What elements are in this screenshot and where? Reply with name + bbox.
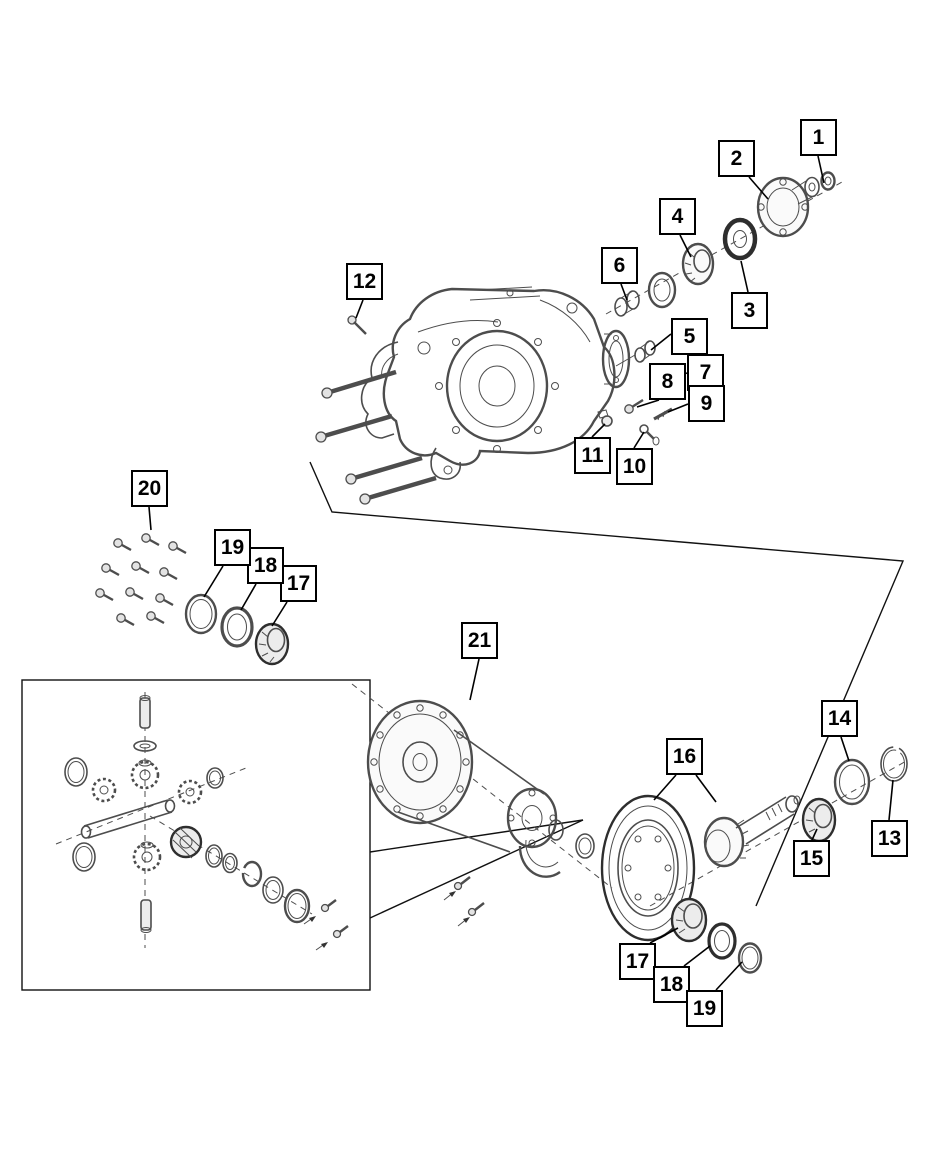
leader-line-20 (148, 506, 152, 531)
shim-19 (184, 593, 218, 635)
pinion-bearing-4 (681, 242, 715, 286)
shim-14 (833, 758, 871, 806)
callout-19b: 19 (686, 990, 723, 1027)
snap-ring-13 (880, 746, 908, 782)
callout-17b: 17 (619, 943, 656, 980)
leader-line-5 (650, 333, 672, 351)
callout-18b: 18 (653, 966, 690, 1003)
pinion-seal-3 (722, 217, 758, 261)
leader-line-21 (469, 658, 480, 701)
callout-15: 15 (793, 840, 830, 877)
differential-internals-drawing (55, 692, 349, 951)
callout-13: 13 (871, 820, 908, 857)
leader-line-8 (636, 399, 660, 408)
cup-18-lower (707, 922, 737, 960)
leader-line-4 (679, 234, 692, 258)
flange-bolt-cluster-drawing (95, 533, 187, 627)
leader-line-12 (355, 299, 364, 319)
pinion-flange-parts-drawing (605, 171, 843, 367)
companion-flange-2 (756, 176, 820, 238)
leader-line-14 (840, 736, 850, 762)
leader-line-19b (715, 961, 743, 991)
callout-20: 20 (131, 470, 168, 507)
callout-4: 4 (659, 198, 696, 235)
axle-housing-drawing (360, 286, 631, 480)
leader-line-2 (748, 176, 769, 200)
leader-line-17b (649, 927, 679, 944)
leader-line-17 (271, 601, 288, 627)
callout-18: 18 (247, 547, 284, 584)
internal-bolts (303, 899, 349, 951)
leader-line-19 (203, 565, 224, 598)
leader-line-3 (740, 260, 749, 293)
case-bolts (443, 876, 485, 927)
pinion-bearing-parts-right-drawing (801, 746, 908, 843)
leader-line-16-1 (695, 774, 717, 803)
leader-line-6 (620, 283, 628, 301)
differential-case-drawing (351, 683, 613, 927)
bearing-and-shims-upper-drawing (184, 593, 290, 666)
shim-19-lower (737, 942, 763, 974)
callout-19: 19 (214, 529, 251, 566)
leader-line-11 (591, 423, 606, 438)
callout-1: 1 (800, 119, 837, 156)
callout-10: 10 (616, 448, 653, 485)
callout-9: 9 (688, 385, 725, 422)
callout-5: 5 (671, 318, 708, 355)
fill-plug-bolt-12 (347, 315, 367, 335)
leader-line-10 (633, 431, 645, 449)
callout-17: 17 (280, 565, 317, 602)
bearing-17-lower (670, 897, 708, 943)
callout-12: 12 (346, 263, 383, 300)
callout-2: 2 (718, 140, 755, 177)
leader-line-16 (653, 774, 677, 801)
leader-line-9 (667, 403, 689, 413)
housing-bolts-drawing (315, 315, 437, 505)
callout-11: 11 (574, 437, 611, 474)
leader-line-13 (888, 779, 894, 821)
bearing-race-ring (647, 271, 677, 309)
vent-10 (639, 424, 660, 446)
callout-16: 16 (666, 738, 703, 775)
leader-line-18 (240, 583, 257, 611)
callout-6: 6 (601, 247, 638, 284)
callout-3: 3 (731, 292, 768, 329)
flange-washer-1 (820, 171, 836, 191)
ring-gear-and-pinion-drawing (600, 759, 909, 942)
collapsible-spacer-5 (615, 340, 656, 367)
cup-18 (220, 606, 254, 648)
stud-9 (653, 407, 673, 421)
bolt-8 (624, 398, 644, 414)
leader-line-1 (817, 155, 825, 184)
pinion-bearing-parts-lower-drawing (670, 897, 763, 974)
leader-line-18b (683, 945, 711, 967)
bearing-spacer-6 (614, 290, 640, 317)
callout-21: 21 (461, 622, 498, 659)
callout-8: 8 (649, 363, 686, 400)
callout-14: 14 (821, 700, 858, 737)
bearing-17 (254, 622, 290, 666)
leader-line-15 (811, 828, 818, 841)
